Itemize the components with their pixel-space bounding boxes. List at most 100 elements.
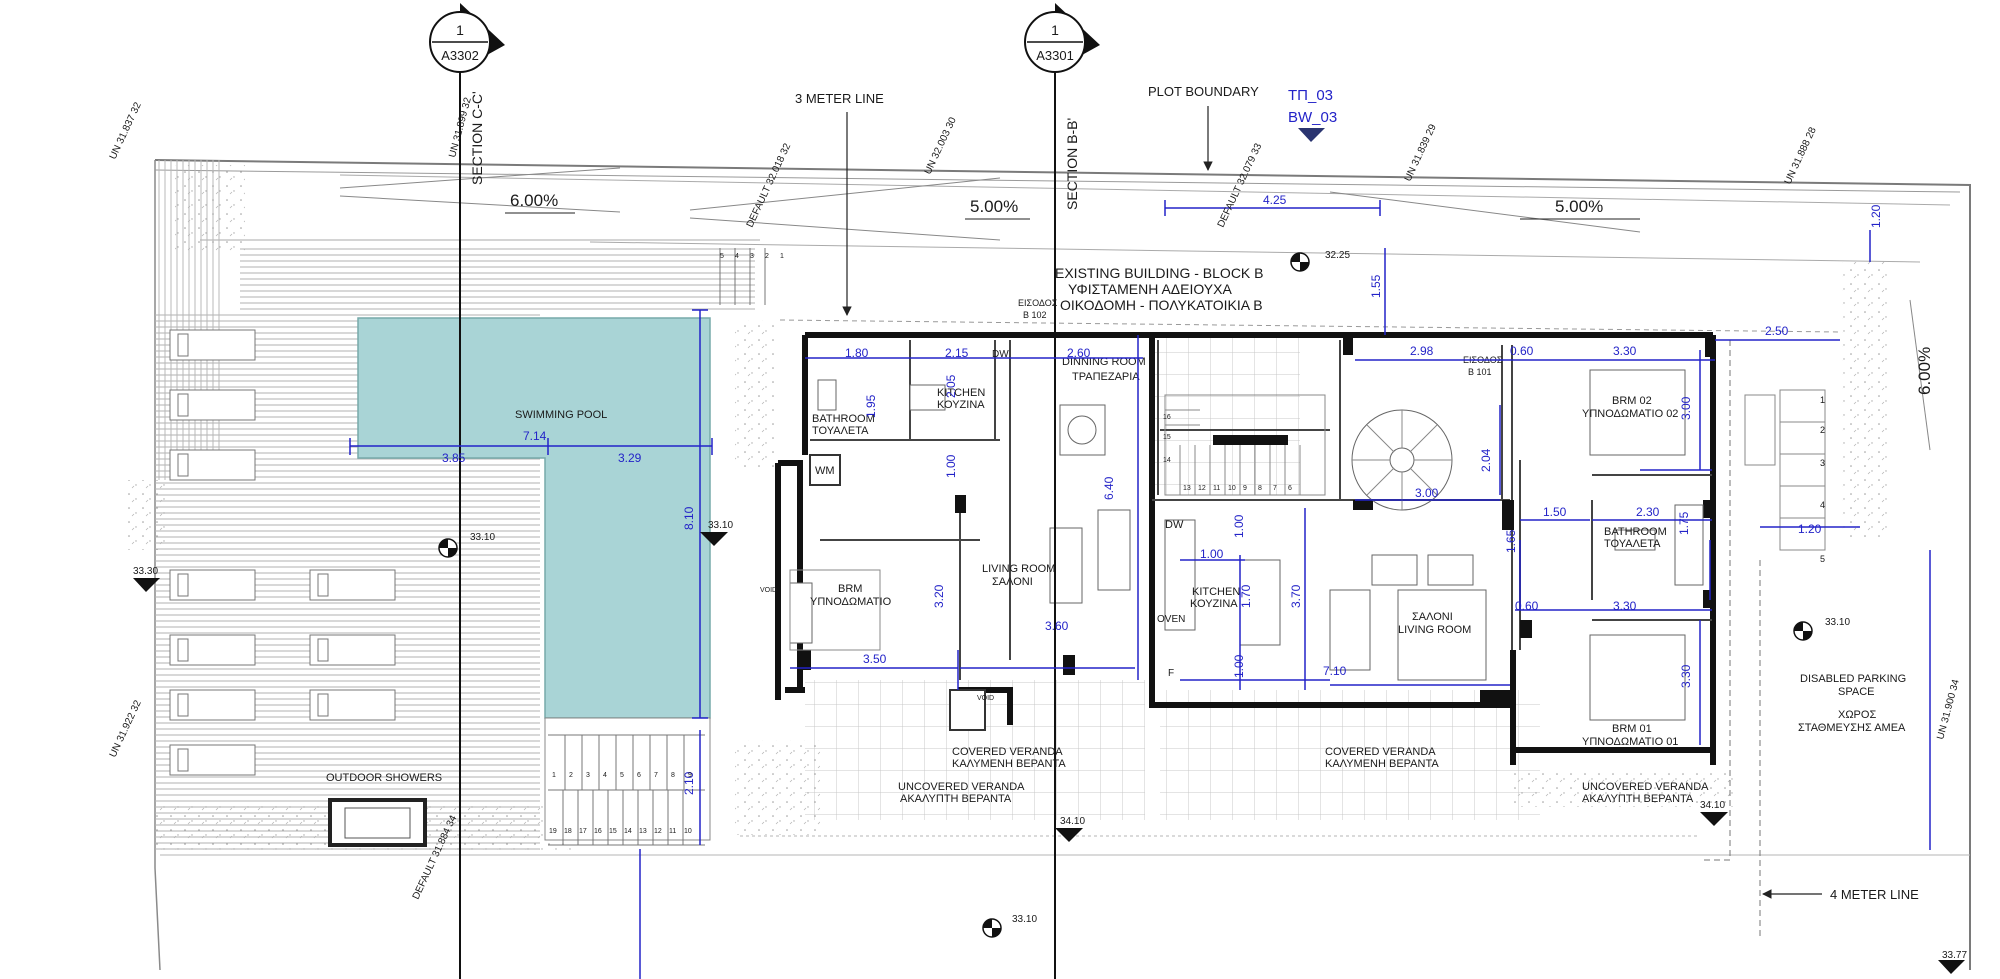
building-b [1149, 332, 1716, 765]
svg-text:0.60: 0.60 [1510, 344, 1534, 358]
svg-text:33.10: 33.10 [1012, 914, 1037, 925]
svg-text:6.40: 6.40 [1102, 476, 1116, 500]
svg-text:3.00: 3.00 [1415, 486, 1439, 500]
slope-1: 6.00% [510, 191, 558, 210]
svg-text:1.00: 1.00 [1232, 654, 1246, 678]
section-b-code: A3301 [1036, 48, 1074, 63]
svg-text:ΣΤΑΘΜΕΥΣΗΣ ΑΜΕΑ: ΣΤΑΘΜΕΥΣΗΣ ΑΜΕΑ [1798, 722, 1906, 734]
svg-text:5: 5 [620, 772, 624, 779]
svg-text:2.30: 2.30 [1636, 505, 1660, 519]
section-c-code: A3302 [441, 48, 479, 63]
svg-text:ΑΚΑΛΥΠΤΗ ΒΕΡΑΝΤΑ: ΑΚΑΛΥΠΤΗ ΒΕΡΑΝΤΑ [1582, 793, 1694, 805]
svg-text:6: 6 [1288, 485, 1292, 492]
dimension-lines [349, 200, 1931, 979]
svg-text:3.30: 3.30 [1679, 664, 1693, 688]
svg-text:UN 31.922 32: UN 31.922 32 [108, 698, 144, 759]
pool-label: SWIMMING POOL [515, 409, 607, 421]
svg-text:7.14: 7.14 [523, 429, 547, 443]
slope-2: 5.00% [970, 197, 1018, 216]
section-marker-b: 1 A3301 [1024, 3, 1100, 73]
svg-text:ΤΡΑΠΕΖΑΡΙΑ: ΤΡΑΠΕΖΑΡΙΑ [1072, 371, 1140, 383]
svg-text:EXISTING BUILDING - BLOCK B: EXISTING BUILDING - BLOCK B [1055, 265, 1264, 281]
svg-text:UN 31.888 28: UN 31.888 28 [1783, 125, 1819, 186]
svg-text:UN 31.900 34: UN 31.900 34 [1935, 678, 1962, 741]
svg-text:2.98: 2.98 [1410, 344, 1434, 358]
svg-text:1.55: 1.55 [1369, 274, 1383, 298]
slope-4: 6.00% [1915, 347, 1934, 395]
svg-text:7.10: 7.10 [1323, 664, 1347, 678]
svg-text:ΚΟΥΖΙΝΑ: ΚΟΥΖΙΝΑ [1190, 598, 1238, 610]
section-c-label: SECTION C-C' [469, 91, 485, 185]
svg-text:KITCHEN: KITCHEN [1192, 586, 1240, 598]
svg-text:6: 6 [637, 772, 641, 779]
svg-text:3: 3 [1820, 458, 1825, 468]
svg-text:1.00: 1.00 [1200, 547, 1224, 561]
room-labels: SWIMMING POOL OUTDOOR SHOWERS BATHROOM Τ… [326, 298, 1906, 805]
svg-text:15: 15 [1163, 434, 1171, 441]
svg-text:DEFAULT 32.018 32: DEFAULT 32.018 32 [745, 141, 794, 229]
svg-text:ΚΟΥΖΙΝΑ: ΚΟΥΖΙΝΑ [937, 399, 985, 411]
svg-text:ΑΚΑΛΥΠΤΗ ΒΕΡΑΝΤΑ: ΑΚΑΛΥΠΤΗ ΒΕΡΑΝΤΑ [900, 793, 1012, 805]
svg-text:WM: WM [815, 465, 835, 477]
svg-text:UNCOVERED VERANDA: UNCOVERED VERANDA [1582, 781, 1709, 793]
svg-text:ΥΠΝΟΔΩΜΑΤΙΟ: ΥΠΝΟΔΩΜΑΤΙΟ [810, 596, 892, 608]
svg-text:8: 8 [671, 772, 675, 779]
svg-text:1.70: 1.70 [1239, 584, 1253, 608]
svg-text:F: F [1168, 668, 1174, 679]
svg-text:32.25: 32.25 [1325, 250, 1350, 261]
svg-text:10: 10 [1228, 485, 1236, 492]
svg-text:4.25: 4.25 [1263, 193, 1287, 207]
svg-text:ΥΠΝΟΔΩΜΑΤΙΟ 02: ΥΠΝΟΔΩΜΑΤΙΟ 02 [1582, 408, 1678, 420]
svg-text:2: 2 [569, 772, 573, 779]
svg-text:VOID: VOID [977, 695, 994, 702]
svg-text:DW: DW [992, 349, 1009, 360]
svg-text:COVERED VERANDA: COVERED VERANDA [1325, 746, 1436, 758]
svg-text:2.04: 2.04 [1479, 448, 1493, 472]
svg-text:3.30: 3.30 [1613, 344, 1637, 358]
svg-text:ΥΠΝΟΔΩΜΑΤΙΟ 01: ΥΠΝΟΔΩΜΑΤΙΟ 01 [1582, 736, 1678, 748]
svg-text:1.65: 1.65 [1504, 529, 1518, 553]
svg-text:ΚΑΛΥΜΕΝΗ ΒΕΡΑΝΤΑ: ΚΑΛΥΜΕΝΗ ΒΕΡΑΝΤΑ [1325, 758, 1439, 770]
svg-text:OVEN: OVEN [1157, 614, 1185, 625]
svg-text:DINNING ROOM: DINNING ROOM [1062, 356, 1146, 368]
svg-text:1.00: 1.00 [944, 454, 958, 478]
svg-text:ΕΙΣΟΔΟΣ: ΕΙΣΟΔΟΣ [1018, 298, 1058, 308]
svg-text:ΣΑΛΟΝΙ: ΣΑΛΟΝΙ [1412, 611, 1453, 623]
pool-steps [548, 248, 766, 846]
svg-text:2: 2 [765, 253, 769, 260]
svg-text:DEFAULT 32.079 33: DEFAULT 32.079 33 [1216, 141, 1265, 229]
svg-text:13: 13 [639, 828, 647, 835]
section-b-label: SECTION B-B' [1064, 118, 1080, 210]
svg-text:3.50: 3.50 [863, 652, 887, 666]
svg-text:ΚΑΛΥΜΕΝΗ ΒΕΡΑΝΤΑ: ΚΑΛΥΜΕΝΗ ΒΕΡΑΝΤΑ [952, 758, 1066, 770]
svg-text:1.50: 1.50 [1543, 505, 1567, 519]
svg-text:34.10: 34.10 [1700, 800, 1725, 811]
svg-text:33.10: 33.10 [708, 520, 733, 531]
svg-text:16: 16 [594, 828, 602, 835]
svg-text:2.50: 2.50 [1765, 324, 1789, 338]
tag-tp: ΤΠ_03 [1288, 87, 1333, 104]
slope-labels: 6.00% 5.00% 5.00% 6.00% [505, 191, 1934, 395]
outdoor-shower [328, 798, 427, 847]
svg-text:14: 14 [624, 828, 632, 835]
svg-text:4: 4 [603, 772, 607, 779]
svg-text:14: 14 [1163, 457, 1171, 464]
svg-text:COVERED VERANDA: COVERED VERANDA [952, 746, 1063, 758]
svg-text:3.20: 3.20 [932, 584, 946, 608]
svg-text:15: 15 [609, 828, 617, 835]
swimming-pool [357, 317, 711, 841]
svg-text:33.30: 33.30 [133, 566, 158, 577]
svg-text:3.70: 3.70 [1289, 584, 1303, 608]
level-markers: 33.10 33.10 33.30 32.25 34.10 34.10 33.1… [133, 250, 1967, 974]
svg-text:18: 18 [564, 828, 572, 835]
section-b-number: 1 [1051, 22, 1059, 38]
section-lines [459, 55, 1056, 979]
svg-text:SPACE: SPACE [1838, 686, 1874, 698]
stair-numbers: 5 4 3 2 1 1 2 3 4 5 6 7 8 9 19 18 17 16 … [549, 253, 1825, 835]
svg-text:B 101: B 101 [1468, 367, 1492, 377]
svg-text:11: 11 [669, 828, 676, 835]
svg-text:1.20: 1.20 [1869, 204, 1883, 228]
svg-text:VOID: VOID [760, 587, 777, 594]
svg-text:33.10: 33.10 [1825, 617, 1850, 628]
